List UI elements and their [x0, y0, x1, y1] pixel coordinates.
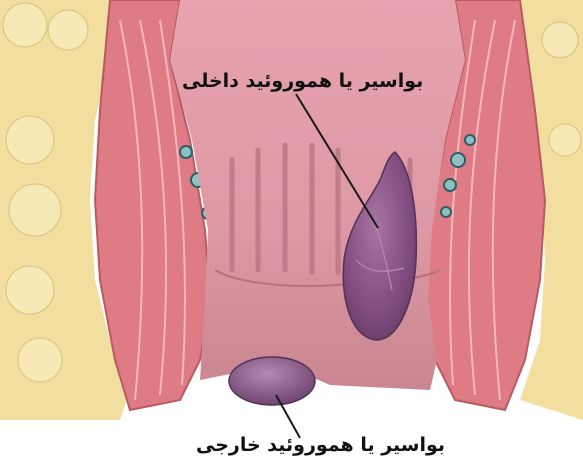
internal-hemorrhoid-label: بواسیر یا هموروئید داخلی [182, 70, 423, 92]
external-hemorrhoid-label: بواسیر یا هموروئید خارجی [196, 434, 445, 456]
anal-canal-mucosa [170, 0, 465, 390]
external-hemorrhoid [229, 357, 315, 405]
